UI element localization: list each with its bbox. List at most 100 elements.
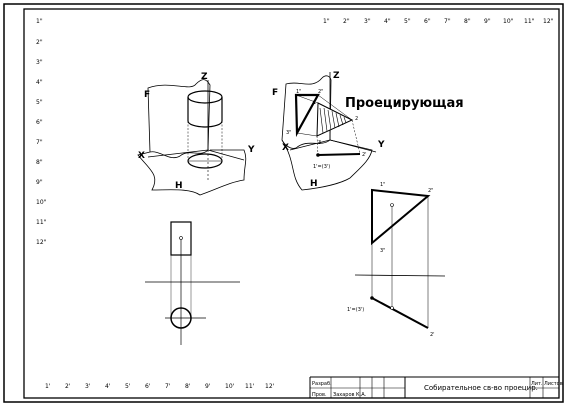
fig2-point-label: 2 xyxy=(355,116,358,122)
outer-frame xyxy=(3,3,564,403)
projection-line xyxy=(296,132,318,137)
horizontal-plane-outline xyxy=(281,139,373,191)
fig4-point-label: 1" xyxy=(380,182,385,188)
fig2-y-label: Y xyxy=(377,140,385,150)
bottom-number: 9' xyxy=(205,383,211,390)
top-number: 12" xyxy=(543,18,554,25)
top-number: 6" xyxy=(424,18,431,25)
fig2-point-label: 3" xyxy=(286,130,291,136)
left-number: 9" xyxy=(36,179,43,186)
title-block-role: Разраб. xyxy=(312,381,332,387)
fig2-triangle-isometric xyxy=(281,72,377,191)
y-axis xyxy=(329,139,377,153)
fig1-cylinder-isometric xyxy=(137,79,247,196)
bottom-number: 6' xyxy=(145,383,151,390)
bottom-number: 3' xyxy=(85,383,91,390)
fig2-f-label: F xyxy=(272,88,278,98)
fig4-point-label: 2' xyxy=(430,332,435,338)
fig3-cylinder-orthographic xyxy=(145,221,240,345)
top-number: 10" xyxy=(503,18,514,25)
triangle-horizontal-view xyxy=(371,297,429,329)
left-number: 5" xyxy=(36,99,43,106)
top-number: 7" xyxy=(444,18,451,25)
bottom-number: 1' xyxy=(45,383,51,390)
top-number: 8" xyxy=(464,18,471,25)
hatch xyxy=(339,114,344,126)
bottom-number: 10' xyxy=(225,383,235,390)
projection-line xyxy=(295,94,319,104)
cylinder-bottom xyxy=(187,120,223,128)
cylinder-top xyxy=(187,90,223,104)
top-number: 9" xyxy=(484,18,491,25)
fig2-x-label: X xyxy=(282,143,289,153)
fig2-point-label: 2' xyxy=(362,152,367,158)
title-block xyxy=(309,376,559,398)
y-axis xyxy=(207,149,245,161)
title-block-author: Захаров К.А. xyxy=(333,392,367,398)
bottom-number-row: 1' 2' 3' 4' 5' 6' 7' 8' 9' 10' 11' 12' xyxy=(45,383,275,390)
fig4-point-label: 3" xyxy=(380,248,385,254)
point xyxy=(390,203,394,207)
bottom-number: 5' xyxy=(125,383,131,390)
frontal-projection-triangle xyxy=(294,93,320,138)
bottom-number: 8' xyxy=(185,383,191,390)
hatch xyxy=(331,110,336,129)
fig2-point-label: 1'=(3') xyxy=(313,164,330,170)
hatch xyxy=(319,107,324,134)
left-number: 10" xyxy=(36,199,47,206)
point xyxy=(179,236,183,240)
x-axis xyxy=(289,139,331,151)
projection-heading: Проецирующая xyxy=(345,96,464,111)
bottom-number: 2' xyxy=(65,383,71,390)
top-number: 4" xyxy=(384,18,391,25)
fig4-point-label: 1'=(3') xyxy=(347,307,364,313)
top-number: 3" xyxy=(364,18,371,25)
bottom-number: 12' xyxy=(265,383,275,390)
fig2-point-label: 1" xyxy=(296,89,301,95)
horizontal-plane-outline xyxy=(137,149,247,196)
hatch xyxy=(323,107,328,132)
left-number: 2" xyxy=(36,39,43,46)
bottom-number: 11' xyxy=(245,383,255,390)
left-number-column: 1" 2" 3" 4" 5" 6" 7" 8" 9" 10" 11" 12" xyxy=(36,18,47,246)
fig2-point-label: 3 xyxy=(318,140,321,146)
fig2-h-label: H xyxy=(310,179,318,189)
top-number-row: 1" 2" 3" 4" 5" 6" 7" 8" 9" 10" 11" 12" xyxy=(323,18,554,25)
hatch xyxy=(335,112,340,128)
fig1-y-label: Y xyxy=(247,145,255,155)
left-number: 11" xyxy=(36,219,47,226)
top-number: 2" xyxy=(343,18,350,25)
left-number: 8" xyxy=(36,159,43,166)
point xyxy=(370,296,374,300)
bottom-number: 7' xyxy=(165,383,171,390)
top-number: 5" xyxy=(404,18,411,25)
horizontal-projection-line xyxy=(317,153,361,156)
title-block-sheets: Листов xyxy=(544,381,563,387)
fig1-f-label: F xyxy=(144,90,150,100)
spatial-triangle xyxy=(316,102,354,137)
fig2-point-label: 2" xyxy=(318,89,323,95)
title-block-lit: Лит. xyxy=(531,381,543,387)
hatch xyxy=(327,109,332,131)
triangle-frontal-view xyxy=(371,188,431,246)
projection-line xyxy=(317,94,353,121)
fig1-h-label: H xyxy=(175,181,183,191)
fig2-point-label: 1 xyxy=(313,100,316,106)
fig1-x-label: X xyxy=(138,151,145,161)
left-number: 7" xyxy=(36,139,43,146)
top-number: 1" xyxy=(323,18,330,25)
left-number: 4" xyxy=(36,79,43,86)
point xyxy=(390,306,394,310)
x-axis xyxy=(147,149,209,158)
fig1-z-label: Z xyxy=(201,72,208,82)
projection-line xyxy=(316,135,319,156)
left-number: 1" xyxy=(36,18,43,25)
top-number: 11" xyxy=(524,18,535,25)
hatch xyxy=(343,116,347,124)
left-number: 12" xyxy=(36,239,47,246)
point xyxy=(316,153,320,157)
fig2-z-label: Z xyxy=(333,71,340,81)
drawing-title: Собирательное св-во проецир. xyxy=(424,384,538,392)
